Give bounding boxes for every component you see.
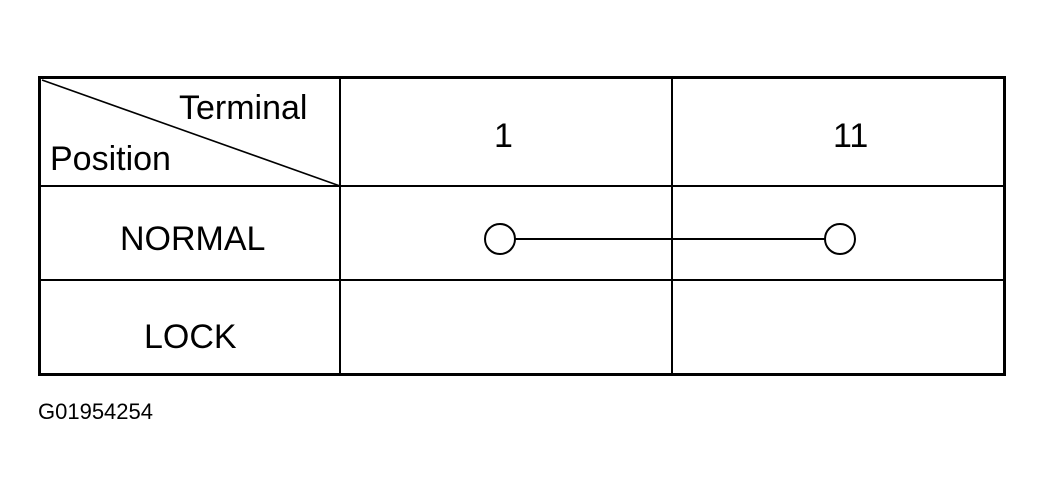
header-position-label: Position bbox=[50, 140, 171, 178]
terminal-circle-icon bbox=[484, 223, 516, 255]
table-grid bbox=[38, 76, 1006, 376]
column-header-terminal-11: 11 bbox=[833, 117, 869, 155]
diagonal-divider bbox=[41, 79, 341, 187]
column-header-terminal-1: 1 bbox=[494, 117, 513, 155]
row-label-normal: NORMAL bbox=[120, 220, 266, 258]
header-terminal-label: Terminal bbox=[179, 89, 308, 127]
continuity-connection-normal bbox=[484, 223, 856, 255]
continuity-table: Terminal Position 1 11 NORMAL LOCK bbox=[38, 76, 1006, 376]
terminal-circle-icon bbox=[824, 223, 856, 255]
figure-code: G01954254 bbox=[38, 399, 153, 424]
row-label-lock: LOCK bbox=[144, 318, 237, 356]
